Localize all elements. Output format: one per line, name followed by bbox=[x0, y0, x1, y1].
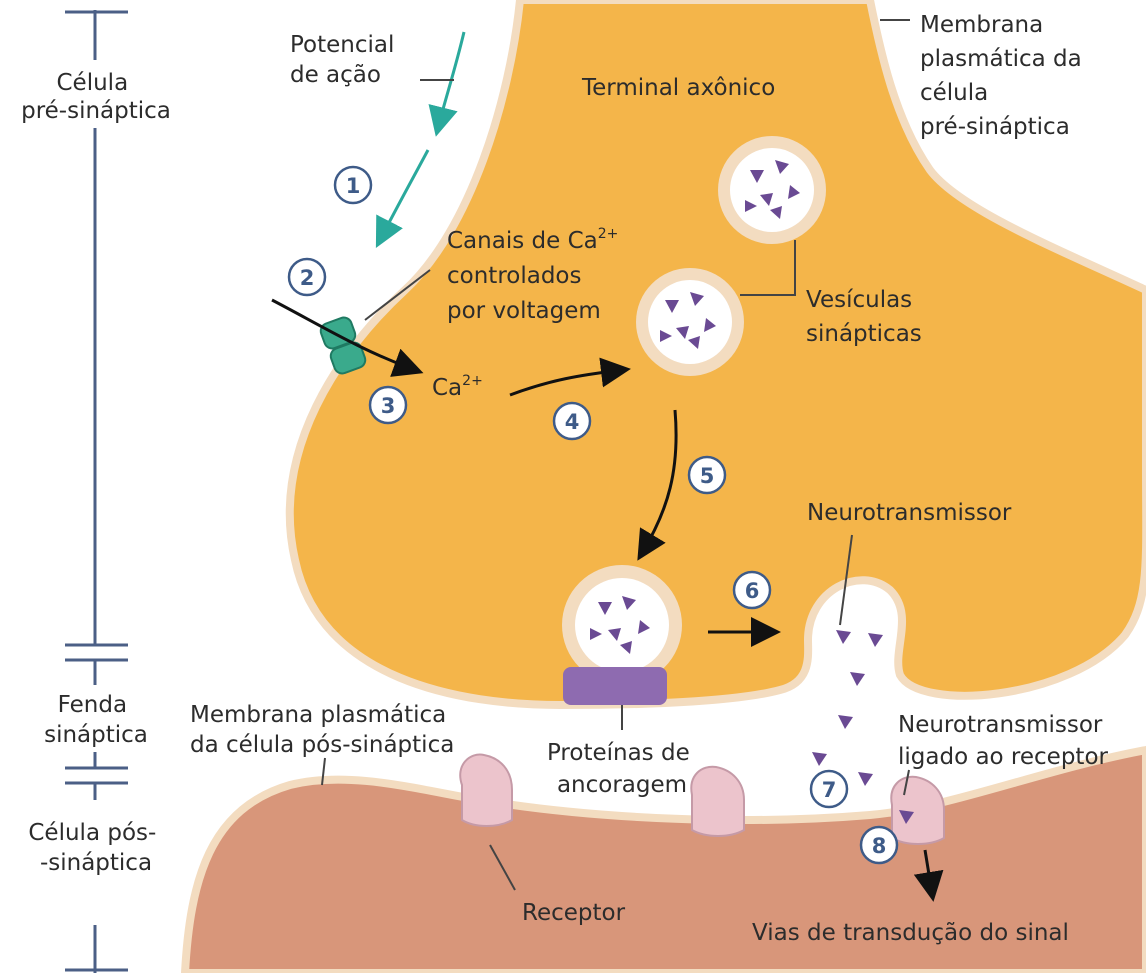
receptor-left bbox=[460, 755, 512, 826]
label-neurotransmitter: Neurotransmissor bbox=[807, 500, 1012, 526]
vesicle-top bbox=[718, 136, 826, 244]
label-presynaptic-cell: Célula pré-sináptica bbox=[21, 70, 171, 124]
label-postsynaptic-membrane: Membrana plasmática da célula pós-sinápt… bbox=[190, 702, 454, 758]
vesicle-middle bbox=[636, 268, 744, 376]
label-bound-neurotransmitter: Neurotransmissor ligado ao receptor bbox=[898, 712, 1110, 770]
label-receptor: Receptor bbox=[522, 900, 626, 926]
docking-protein bbox=[563, 667, 667, 705]
step-number: 4 bbox=[565, 410, 580, 434]
label-axon-terminal: Terminal axônico bbox=[581, 75, 775, 101]
label-signal-transduction: Vias de transdução do sinal bbox=[752, 920, 1069, 946]
step-number: 7 bbox=[822, 778, 837, 802]
label-presynaptic-membrane: Membrana plasmática da célula pré-sinápt… bbox=[920, 12, 1089, 140]
label-docking-proteins: Proteínas de ancoragem bbox=[547, 740, 697, 798]
step-number: 1 bbox=[346, 174, 361, 198]
action-potential-arrow bbox=[380, 150, 428, 240]
step-number: 2 bbox=[300, 266, 315, 290]
receptor-middle bbox=[691, 767, 744, 836]
step-number: 8 bbox=[872, 834, 887, 858]
label-action-potential: Potencial de ação bbox=[290, 32, 402, 88]
label-postsynaptic-cell: Célula pós- -sináptica bbox=[28, 820, 163, 876]
step-number: 6 bbox=[745, 579, 760, 603]
neurotransmitter-release bbox=[812, 630, 883, 786]
step-number: 5 bbox=[700, 464, 715, 488]
step-number: 3 bbox=[381, 394, 396, 418]
label-synaptic-cleft: Fenda sináptica bbox=[44, 692, 148, 748]
